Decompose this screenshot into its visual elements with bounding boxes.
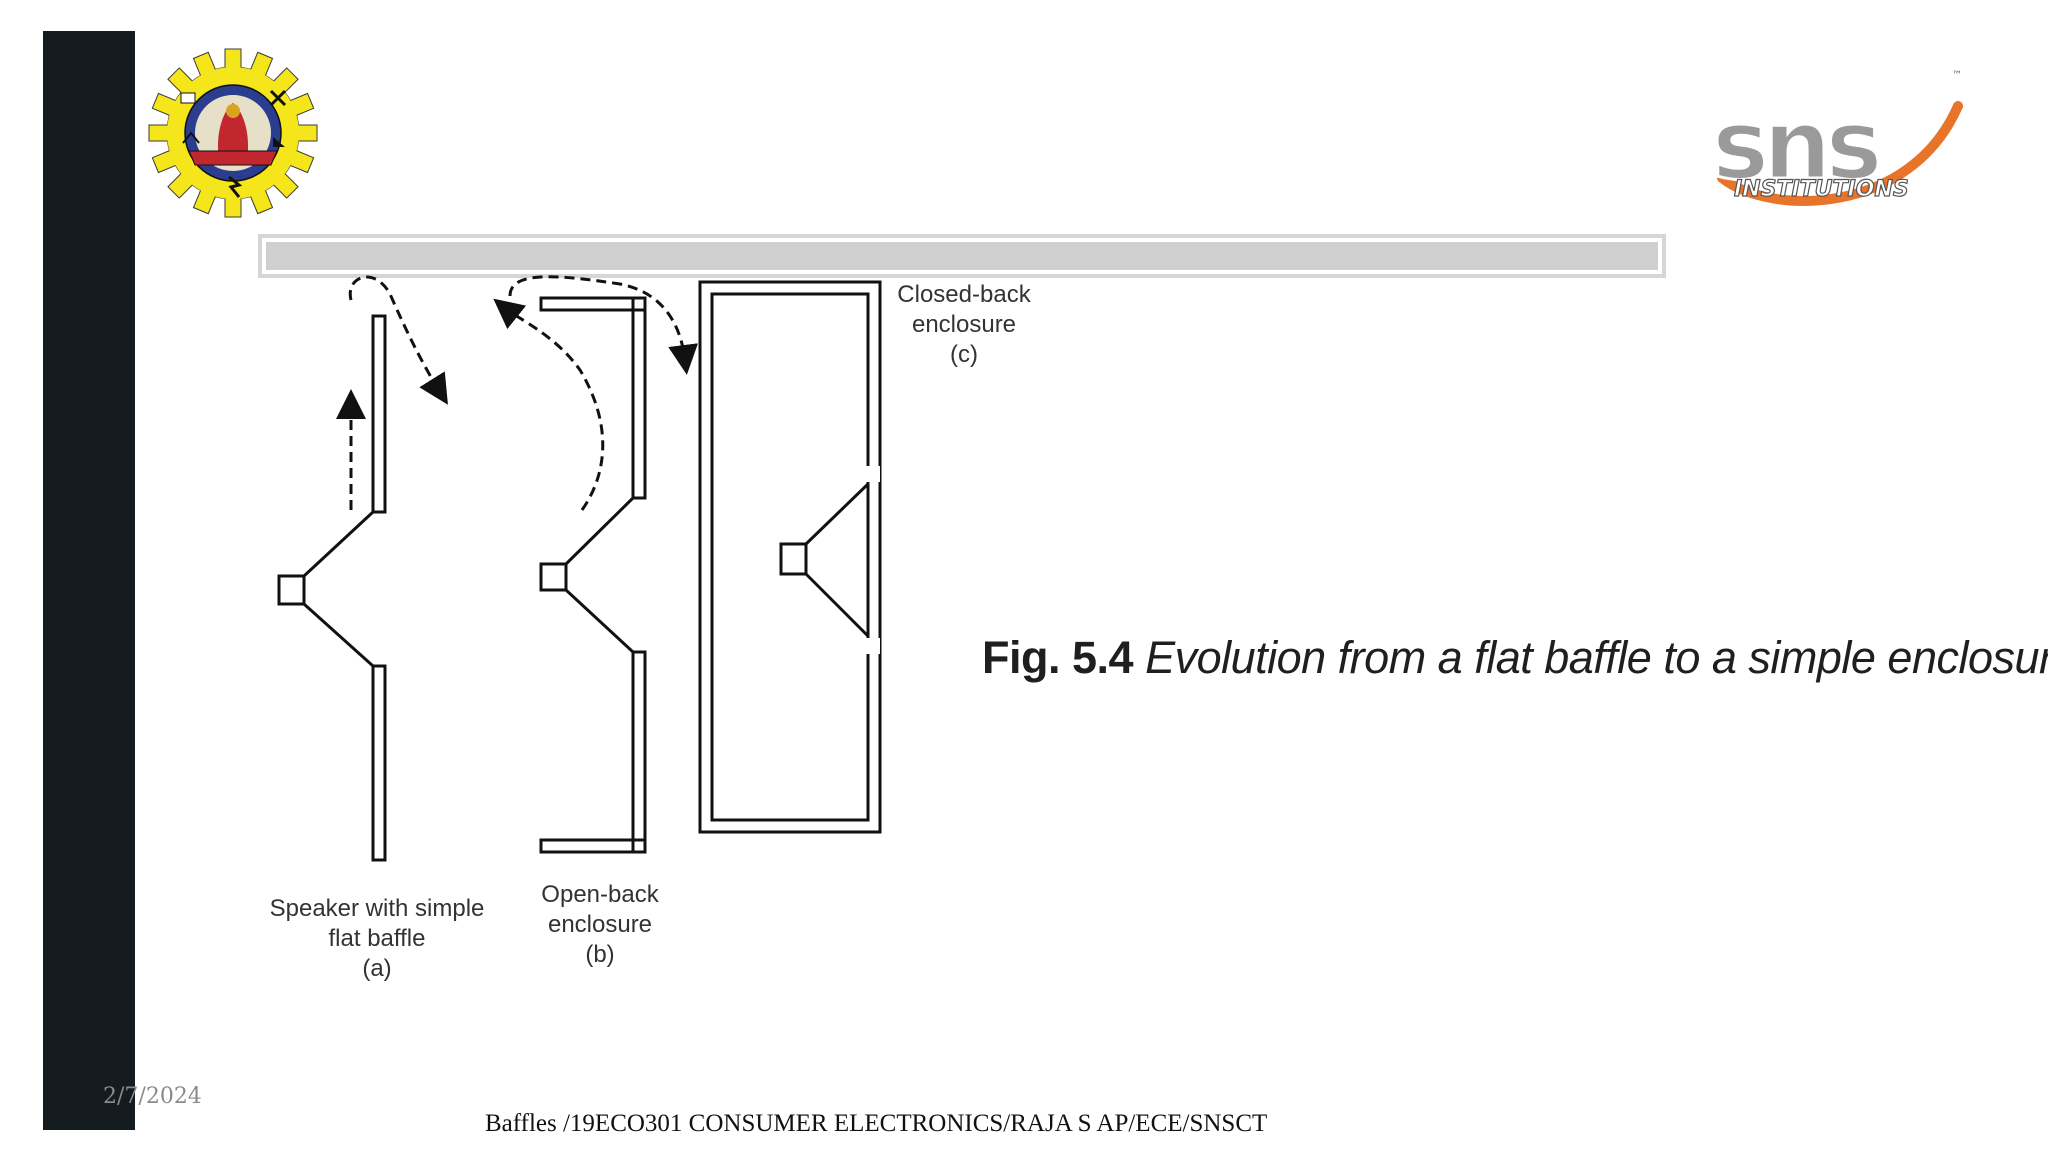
driver-a: [277, 574, 306, 606]
enclosure-b-front-lower: [631, 650, 647, 854]
sns-institutions-logo: sns ™ INSTITUTIONS: [1711, 70, 1963, 206]
panel-a-label-line1: Speaker with simple: [269, 895, 485, 922]
enclosure-c-inner: [710, 292, 870, 822]
panel-b-open-back: [493, 275, 699, 854]
svg-text:sns: sns: [1712, 89, 1878, 201]
slide-date: 2/7/2024: [103, 1084, 202, 1109]
figure-caption: Fig. 5.4 Evolution from a flat baffle to…: [982, 632, 2048, 684]
panel-b-label-line3: (b): [585, 941, 615, 968]
enclosure-b-bottom: [539, 838, 647, 854]
driver-b: [539, 562, 568, 592]
panel-a-flat-baffle: [277, 275, 448, 862]
panel-c-label-line2: enclosure: [911, 311, 1017, 338]
panel-b-label-line1: Open-back: [541, 881, 659, 908]
panel-a-label: Speaker with simple flat baffle (a): [255, 894, 499, 984]
sns-logo-text: INSTITUTIONS: [1734, 177, 1909, 202]
panel-c-label-line3: (c): [950, 341, 978, 368]
figure-caption-text: Evolution from a flat baffle to a simple…: [1145, 632, 2048, 683]
baffle-a-upper: [371, 314, 387, 514]
panel-b-label-line2: enclosure: [547, 911, 653, 938]
panel-a-label-line2: flat baffle: [328, 925, 426, 952]
driver-c: [779, 542, 808, 576]
slide-footer: Baffles /19ECO301 CONSUMER ELECTRONICS/R…: [485, 1110, 1268, 1137]
slide-title-bar-fill: [266, 242, 1658, 270]
panel-a-label-line3: (a): [362, 955, 392, 982]
panel-c-label-line1: Closed-back: [897, 281, 1031, 308]
svg-text:™: ™: [1952, 70, 1962, 81]
enclosure-c-outer: [698, 280, 882, 834]
sidebar-bar: [43, 31, 135, 1130]
panel-c-label: Closed-back enclosure (c): [884, 280, 1044, 370]
slide-title-bar: [258, 234, 1666, 278]
panel-b-label: Open-back enclosure (b): [520, 880, 680, 970]
baffle-a-lower: [371, 664, 387, 862]
enclosure-b-top: [539, 296, 647, 312]
enclosure-b-front-upper: [631, 296, 647, 500]
college-seal-logo: [148, 48, 318, 218]
figure-caption-number: Fig. 5.4: [982, 632, 1134, 683]
panel-c-closed-back: [698, 280, 882, 834]
